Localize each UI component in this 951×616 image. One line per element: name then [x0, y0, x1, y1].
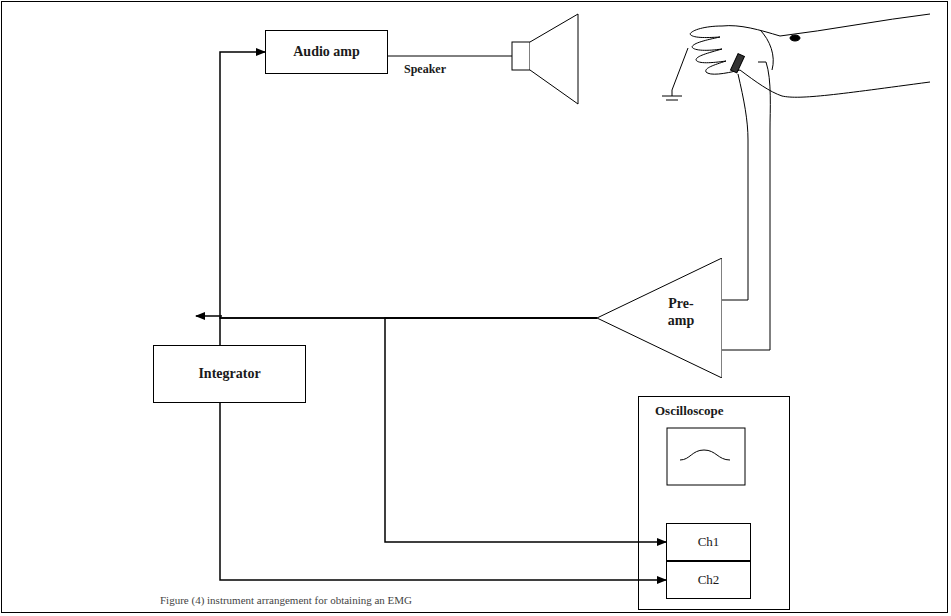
integrator-box: Integrator: [153, 345, 306, 403]
hand-illustration: [690, 14, 930, 97]
preamp-triangle: Pre- amp: [597, 258, 722, 378]
electrode-leads: [722, 54, 770, 350]
node-text: Ch1: [698, 534, 720, 550]
junction-arrow: [196, 315, 222, 317]
ground-symbol: [662, 48, 688, 100]
oscilloscope-box: OscilloscopeCh1Ch2: [638, 396, 790, 610]
node-text: Ch2: [698, 572, 720, 588]
amplifier-box: Audio amp: [265, 30, 388, 74]
waveform: [680, 450, 730, 460]
signal-line: [220, 52, 597, 318]
channel-input: Ch1: [666, 523, 751, 561]
speaker-wire: [388, 56, 512, 57]
signal-line: [220, 318, 597, 345]
channel-input: Ch2: [666, 561, 751, 599]
scope-screen: [667, 428, 745, 485]
part-label: Speaker: [404, 62, 446, 77]
speaker-magnet: [512, 42, 530, 70]
node-text: Integrator: [198, 366, 260, 382]
node-text: Oscilloscope: [655, 403, 724, 419]
figure-caption: Figure (4) instrument arrangement for ob…: [160, 594, 412, 606]
speaker-cone: [530, 14, 578, 104]
node-text: Pre- amp: [655, 296, 707, 330]
triangle-outline: [597, 258, 722, 378]
node-text: Audio amp: [293, 44, 360, 60]
signal-line: [385, 318, 666, 542]
signal-line: [220, 403, 666, 580]
